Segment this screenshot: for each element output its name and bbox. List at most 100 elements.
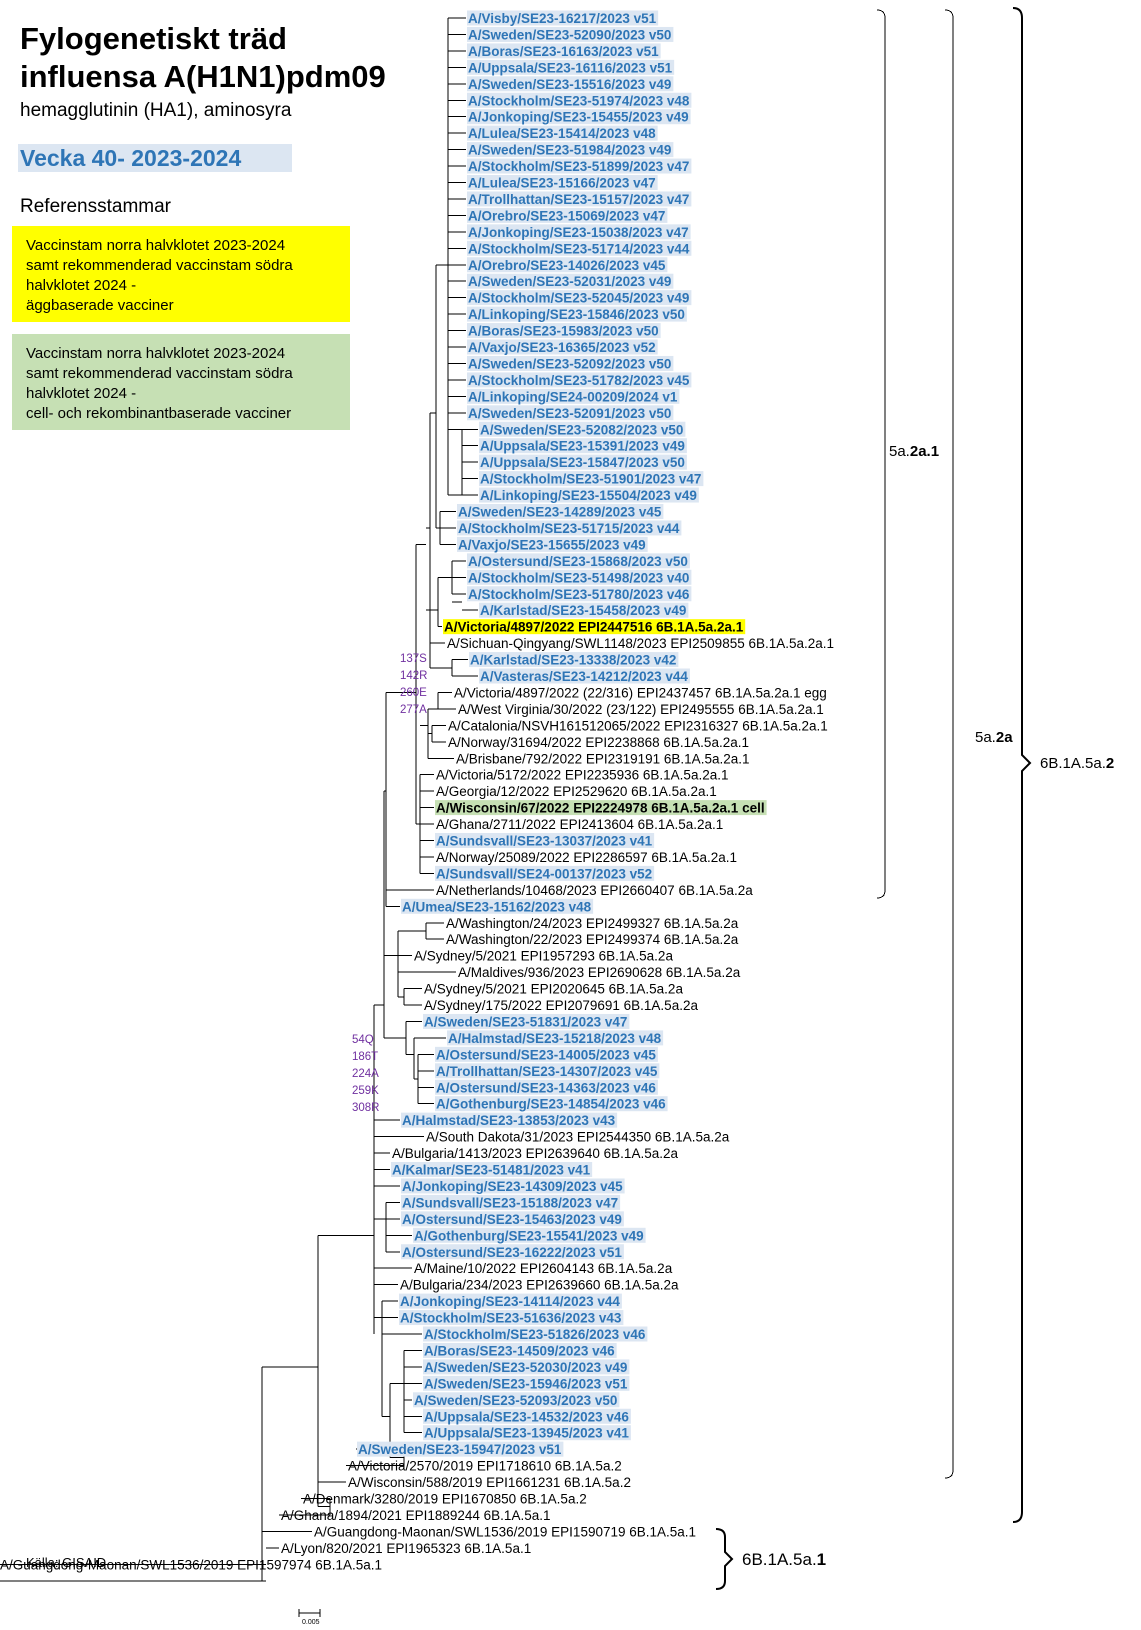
reference-strain-label: A/Wisconsin/588/2019 EPI1661231 6B.1A.5a…	[348, 1475, 631, 1490]
reference-strain-label: A/Brisbane/792/2022 EPI2319191 6B.1A.5a.…	[456, 751, 749, 766]
tree-branches	[0, 17, 478, 1582]
reference-heading: Referensstammar	[20, 196, 171, 217]
legend-egg-vaccine: Vaccinstam norra halvklotet 2023-2024 sa…	[12, 226, 350, 322]
swedish-strain-label: A/Stockholm/SE23-51715/2023 v44	[458, 521, 680, 536]
mutation-labels: 137S 142R 260E 277A 54Q 186T 224A 259K 3…	[352, 653, 428, 1114]
legend-line: samt rekommenderad vaccinstam södra	[26, 365, 293, 382]
reference-strain-label: A/Sydney/5/2021 EPI2020645 6B.1A.5a.2a	[424, 982, 683, 997]
swedish-strain-label: A/Sweden/SE23-52092/2023 v50	[468, 356, 671, 371]
swedish-strain-label: A/Ostersund/SE23-15868/2023 v50	[468, 554, 688, 569]
reference-strain-label: A/Georgia/12/2022 EPI2529620 6B.1A.5a.2a…	[436, 784, 717, 799]
swedish-strain-label: A/Stockholm/SE23-51780/2023 v46	[468, 587, 690, 602]
mutation-label: 308R	[352, 1102, 380, 1114]
swedish-strain-label: A/Sweden/SE23-14289/2023 v45	[458, 505, 662, 520]
reference-strain-label: A/Washington/22/2023 EPI2499374 6B.1A.5a…	[446, 932, 739, 947]
swedish-strain-highlight	[467, 553, 690, 569]
swedish-strain-highlight	[435, 1096, 668, 1112]
reference-strain-label: A/Victoria/5172/2022 EPI2235936 6B.1A.5a…	[436, 768, 728, 783]
swedish-strain-highlight	[467, 92, 692, 108]
swedish-strain-label: A/Orebro/SE23-14026/2023 v45	[468, 258, 666, 273]
swedish-strain-label: A/Visby/SE23-16217/2023 v51	[468, 11, 657, 26]
swedish-strain-highlight	[423, 1408, 631, 1424]
reference-strain-label: A/Maine/10/2022 EPI2604143 6B.1A.5a.2a	[414, 1261, 673, 1276]
reference-strain-label: A/West Virginia/30/2022 (23/122) EPI2495…	[458, 702, 824, 717]
mutation-label: 142R	[400, 670, 428, 682]
swedish-strain-label: A/Uppsala/SE23-15847/2023 v50	[480, 455, 685, 470]
swedish-strain-highlight	[467, 43, 661, 59]
swedish-strain-label: A/Umea/SE23-15162/2023 v48	[402, 899, 592, 914]
swedish-strain-highlight	[467, 290, 692, 306]
swedish-strain-highlight	[479, 602, 689, 618]
swedish-strain-label: A/Stockholm/SE23-51901/2023 v47	[480, 472, 701, 487]
swedish-strain-highlight	[467, 273, 674, 289]
swedish-strain-highlight	[467, 569, 692, 585]
swedish-strain-label: A/Gothenburg/SE23-15541/2023 v49	[414, 1228, 644, 1243]
swedish-strain-highlight	[467, 158, 692, 174]
swedish-strain-highlight	[435, 1046, 658, 1062]
swedish-strain-highlight	[457, 504, 664, 519]
swedish-strain-highlight	[467, 59, 675, 75]
legend-cell-vaccine: Vaccinstam norra halvklotet 2023-2024 sa…	[12, 334, 350, 430]
swedish-strain-highlight	[467, 355, 674, 371]
reference-strain-label: A/Norway/31694/2022 EPI2238868 6B.1A.5a.…	[448, 735, 749, 750]
reference-strain-label: A/Bulgaria/1413/2023 EPI2639640 6B.1A.5a…	[392, 1146, 678, 1161]
swedish-strain-label: A/Sweden/SE23-52091/2023 v50	[468, 406, 671, 421]
swedish-strain-highlight	[357, 1441, 564, 1457]
swedish-strain-label: A/Sweden/SE23-51831/2023 v47	[424, 1014, 627, 1029]
swedish-strain-label: A/Ostersund/SE23-14005/2023 v45	[436, 1047, 656, 1062]
swedish-strain-label: A/Linkoping/SE24-00209/2024 v1	[468, 389, 678, 404]
clade-label-5a2a: 5a.2a	[975, 729, 1013, 746]
swedish-strain-label: A/Vaxjo/SE23-16365/2023 v52	[468, 340, 656, 355]
legend-line: Vaccinstam norra halvklotet 2023-2024	[26, 237, 286, 254]
legend-line: halvklotet 2024 -	[26, 277, 137, 294]
swedish-strain-highlight	[467, 339, 658, 355]
reference-strain-label: A/Norway/25089/2022 EPI2286597 6B.1A.5a.…	[436, 850, 737, 865]
swedish-strain-highlight	[467, 405, 674, 421]
swedish-strain-label: A/Sweden/SE23-52030/2023 v49	[424, 1360, 627, 1375]
reference-strain-label: A/Guangdong-Maonan/SWL1536/2019 EPI15979…	[0, 1557, 382, 1572]
mutation-label: 259K	[352, 1085, 379, 1097]
swedish-strain-highlight	[435, 1063, 660, 1079]
swedish-strain-highlight	[479, 421, 686, 437]
swedish-strain-highlight	[479, 438, 687, 454]
scale-bar-line	[298, 1609, 321, 1617]
leaf-highlights	[357, 10, 767, 1457]
swedish-strain-label: A/Uppsala/SE23-13945/2023 v41	[424, 1426, 629, 1441]
swedish-strain-label: A/Gothenburg/SE23-14854/2023 v46	[436, 1097, 666, 1112]
swedish-strain-highlight	[479, 668, 690, 684]
clade-bold: 2	[1106, 755, 1114, 772]
swedish-strain-highlight	[435, 833, 655, 848]
swedish-strain-highlight	[467, 109, 691, 125]
swedish-strain-highlight	[391, 1162, 593, 1177]
swedish-strain-highlight	[435, 865, 655, 881]
reference-strain-label: A/Maldives/936/2023 EPI2690628 6B.1A.5a.…	[458, 965, 741, 980]
swedish-strain-highlight	[401, 1244, 624, 1260]
week-badge: Vecka 40- 2023-2024	[18, 144, 292, 172]
reference-strain-label: A/Ghana/2711/2022 EPI2413604 6B.1A.5a.2a…	[436, 817, 723, 832]
clade-prefix: 6B.1A.5a.	[742, 1550, 817, 1569]
swedish-strain-highlight	[469, 652, 679, 668]
leaf-labels: A/Visby/SE23-16217/2023 v51A/Sweden/SE23…	[0, 11, 834, 1572]
swedish-strain-label: A/Boras/SE23-14509/2023 v46	[424, 1343, 615, 1358]
bracket-5a2a	[944, 9, 954, 1479]
swedish-strain-label: A/Stockholm/SE23-51498/2023 v40	[468, 570, 689, 585]
reference-strain-label: A/Sichuan-Qingyang/SWL1148/2023 EPI25098…	[447, 636, 834, 651]
swedish-strain-highlight	[479, 454, 687, 470]
swedish-strain-label: A/Sundsvall/SE23-15188/2023 v47	[402, 1195, 618, 1210]
swedish-strain-highlight	[467, 586, 692, 602]
scale-bar: 0.005	[298, 1609, 321, 1626]
swedish-strain-highlight	[423, 1425, 631, 1441]
page-title: Fylogenetiskt träd	[20, 21, 287, 56]
swedish-strain-highlight	[467, 323, 661, 339]
legend-line: cell- och rekombinantbaserade vacciner	[26, 405, 292, 422]
swedish-strain-highlight	[467, 10, 659, 26]
swedish-strain-label: A/Karlstad/SE23-13338/2023 v42	[470, 653, 676, 668]
swedish-strain-highlight	[467, 26, 674, 42]
clade-bold: 2a	[996, 729, 1013, 746]
swedish-strain-label: A/Boras/SE23-16163/2023 v51	[468, 44, 659, 59]
reference-strain-label: A/Ghana/1894/2021 EPI1889244 6B.1A.5a.1	[281, 1508, 550, 1523]
swedish-strain-highlight	[399, 1310, 624, 1326]
swedish-strain-label: A/Jonkoping/SE23-14114/2023 v44	[400, 1294, 620, 1309]
swedish-strain-highlight	[413, 1227, 646, 1243]
